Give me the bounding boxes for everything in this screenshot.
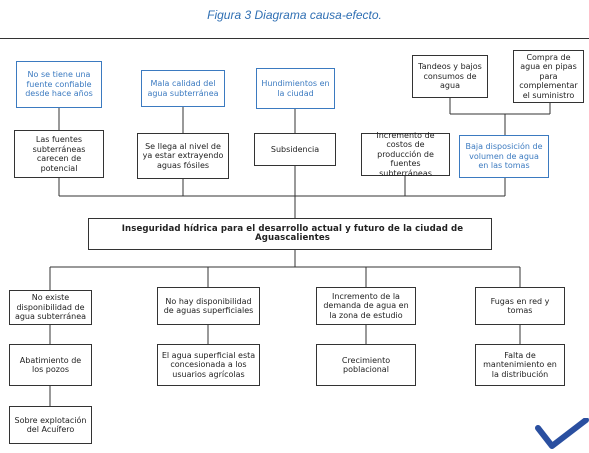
effect-aguas-fosiles: Se llega al nivel de ya estar extrayendo…	[137, 133, 229, 179]
cause-tandeos: Tandeos y bajos consumos de agua	[412, 55, 488, 98]
cause-mala-calidad: Mala calidad del agua subterránea	[141, 70, 225, 107]
subcause-abatimiento: Abatimiento de los pozos	[9, 344, 92, 386]
cause-incremento-demanda: Incremento de la demanda de agua en la z…	[316, 287, 416, 325]
subcause-sobreexplotacion: Sobre explotación del Acuífero	[9, 406, 92, 444]
cause-hundimientos: Hundimientos en la ciudad	[256, 68, 335, 109]
figure-caption: Figura 3 Diagrama causa-efecto.	[207, 8, 382, 22]
subcause-crecimiento: Crecimiento poblacional	[316, 344, 416, 386]
effect-baja-disposicion: Baja disposición de volumen de agua en l…	[459, 135, 549, 178]
corner-check-icon	[535, 418, 589, 449]
cause-no-hay-superficiales: No hay disponibilidad de aguas superfici…	[157, 287, 260, 325]
cause-fugas: Fugas en red y tomas	[475, 287, 565, 325]
cause-fuente-confiable: No se tiene una fuente confiable desde h…	[16, 61, 102, 108]
cause-compra-pipas: Compra de agua en pipas para complementa…	[513, 50, 584, 103]
cause-no-existe-subterranea: No existe disponibilidad de agua subterr…	[9, 290, 92, 325]
header-rule	[0, 38, 589, 39]
central-problem: Inseguridad hídrica para el desarrollo a…	[88, 218, 492, 250]
subcause-mantenimiento: Falta de mantenimiento en la distribució…	[475, 344, 565, 386]
effect-subsidencia: Subsidencia	[254, 133, 336, 166]
subcause-concesionada: El agua superficial esta concesionada a …	[157, 344, 260, 386]
effect-incremento-costos: Incremento de costos de producción de fu…	[361, 131, 450, 178]
effect-fuentes-carecen: Las fuentes subterráneas carecen de pote…	[14, 130, 104, 178]
